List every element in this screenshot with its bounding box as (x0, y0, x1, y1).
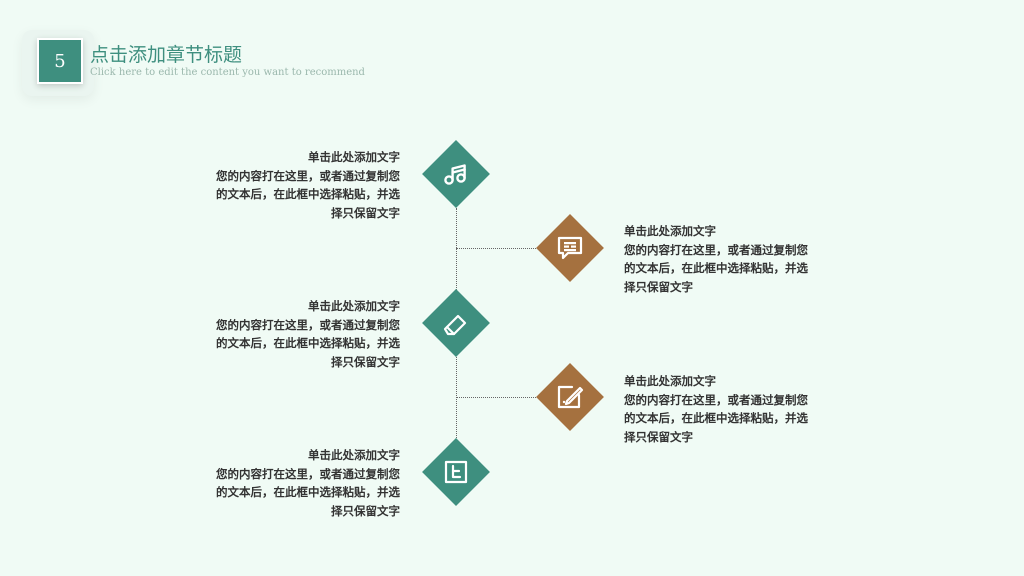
text-block-body: 您的内容打在这里，或者通过复制您的文本后，在此框中选择粘贴，并选择只保留文字 (216, 317, 400, 369)
text-block-5[interactable]: 单击此处添加文字 您的内容打在这里，或者通过复制您的文本后，在此框中选择粘贴，并… (208, 446, 400, 520)
text-block-body: 您的内容打在这里，或者通过复制您的文本后，在此框中选择粘贴，并选择只保留文字 (624, 242, 808, 294)
text-block-3[interactable]: 单击此处添加文字 您的内容打在这里，或者通过复制您的文本后，在此框中选择粘贴，并… (208, 297, 400, 371)
chat-bubble-icon (557, 236, 583, 260)
text-block-body: 您的内容打在这里，或者通过复制您的文本后，在此框中选择粘贴，并选择只保留文字 (624, 392, 808, 444)
section-title[interactable]: 点击添加章节标题 (90, 44, 243, 66)
text-block-body: 您的内容打在这里，或者通过复制您的文本后，在此框中选择粘贴，并选择只保留文字 (216, 168, 400, 220)
text-block-title: 单击此处添加文字 (308, 299, 400, 313)
text-block-1[interactable]: 单击此处添加文字 您的内容打在这里，或者通过复制您的文本后，在此框中选择粘贴，并… (208, 148, 400, 222)
text-block-title: 单击此处添加文字 (624, 224, 716, 238)
music-note-icon (444, 164, 466, 185)
text-block-4[interactable]: 单击此处添加文字 您的内容打在这里，或者通过复制您的文本后，在此框中选择粘贴，并… (624, 372, 816, 446)
edit-icon (557, 385, 584, 409)
text-block-title: 单击此处添加文字 (624, 374, 716, 388)
timeline-branch-2 (456, 248, 540, 249)
twitter-icon (444, 460, 468, 484)
text-block-title: 单击此处添加文字 (308, 150, 400, 164)
section-number-badge: 5 (37, 38, 83, 84)
text-block-2[interactable]: 单击此处添加文字 您的内容打在这里，或者通过复制您的文本后，在此框中选择粘贴，并… (624, 222, 816, 296)
eraser-icon (443, 314, 467, 336)
timeline-branch-4 (456, 397, 540, 398)
text-block-body: 您的内容打在这里，或者通过复制您的文本后，在此框中选择粘贴，并选择只保留文字 (216, 466, 400, 518)
text-block-title: 单击此处添加文字 (308, 448, 400, 462)
section-subtitle[interactable]: Click here to edit the content you want … (90, 67, 365, 78)
